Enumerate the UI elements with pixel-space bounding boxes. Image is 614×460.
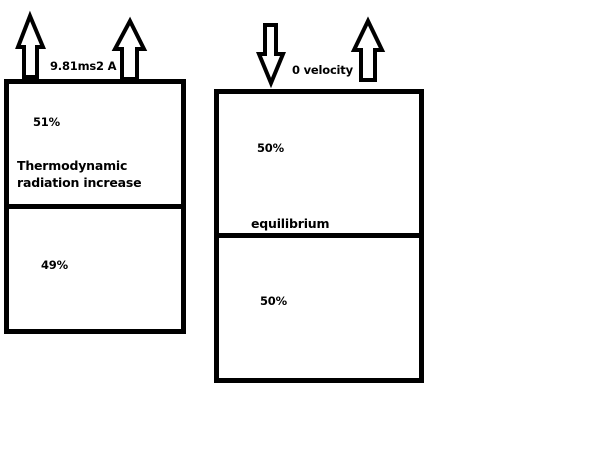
thermodynamic-label-line2: radiation increase [17,175,142,190]
velocity-label: 0 velocity [292,63,353,77]
equilibrium-label: equilibrium [251,216,330,231]
right-top-percent: 50% [257,141,284,155]
up-arrow-icon [15,10,47,79]
left-bottom-percent: 49% [41,258,68,272]
left-diagram [4,10,186,334]
right-diagram [214,16,424,383]
left-top-percent: 51% [33,115,60,129]
down-arrow-icon [256,23,286,89]
right-bottom-percent: 50% [260,294,287,308]
up-arrow-icon [111,16,148,81]
up-arrow-icon [350,16,386,82]
thermodynamic-label-line1: Thermodynamic [17,158,128,173]
acceleration-label: 9.81ms2 A [50,59,117,73]
